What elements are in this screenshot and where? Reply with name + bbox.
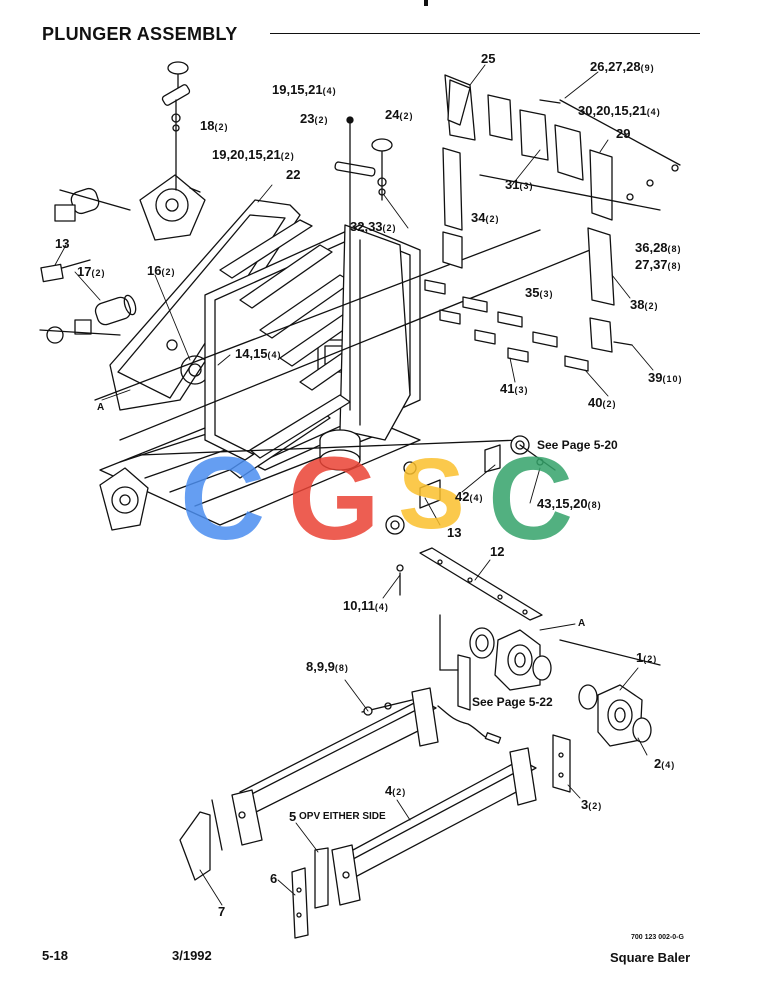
callout-29: 29 [616,126,631,141]
callout-35: 35(3) [525,285,554,300]
callout-14-15: 14,15(4) [235,346,282,361]
callout-36-28: 36,28(8) [635,240,682,255]
watermark: C G S C [180,440,580,560]
knife-plates [334,74,681,411]
callout-39: 39(10) [648,370,683,385]
plunger-frame [94,199,591,535]
callout-22: 22 [286,167,301,182]
callout-16: 16(2) [147,263,176,278]
callout-10-11: 10,11(4) [343,598,389,613]
callout-7: 7 [218,904,226,919]
callout-1: 1(2) [636,650,658,665]
title-rule [270,33,700,34]
callout-30-20-15-21: 30,20,15,21(4) [578,103,661,118]
callout-19-20-15-21: 19,20,15,21(2) [212,147,295,162]
callout-18: 18(2) [200,118,229,133]
bearing-plate-lower [99,467,149,531]
lower-frame [179,687,537,939]
side-plates-38 [587,227,633,353]
callout-12: 12 [490,544,505,559]
wear-blocks [424,279,589,372]
callout-8-9-9: 8,9,9(8) [306,659,349,674]
callout-32-33: 32,33(2) [350,219,397,234]
callout-26-27-28: 26,27,28(9) [590,59,655,74]
callout-41: 41(3) [500,381,529,396]
note-opv-either-side: OPV EITHER SIDE [299,811,386,822]
page-title: PLUNGER ASSEMBLY [42,24,238,44]
callout-40: 40(2) [588,395,617,410]
watermark-letter-3: S [398,438,465,550]
callout-13-lower: 13 [447,525,462,540]
page-number: 5-18 [42,948,69,963]
callout-23: 23(2) [300,111,329,126]
note-see-page-5-22: See Page 5-22 [472,695,553,709]
callout-38: 38(2) [630,297,659,312]
callout-2: 2(4) [654,756,676,771]
callout-5: 5 [289,809,297,824]
note-see-page-5-20: See Page 5-20 [537,438,618,452]
top-edge-mark [424,0,428,6]
publication-date: 3/1992 [172,948,212,963]
callout-17: 17(2) [77,264,106,279]
bar-12 [396,547,543,621]
callout-31: 31(3) [505,177,534,192]
part-code: 700 123 002-0-G [631,934,684,941]
callout-4: 4(2) [385,783,407,798]
reference-a-left: A [97,402,105,413]
bearing-plate-18 [139,61,206,241]
callout-42: 42(4) [455,489,484,504]
callout-27-37: 27,37(8) [635,257,682,272]
left-roller-group [39,187,137,344]
callout-34: 34(2) [471,210,500,225]
callout-6: 6 [270,871,278,886]
leader-lines [54,64,654,906]
product-name: Square Baler [610,950,691,965]
callout-24: 24(2) [385,107,414,122]
reference-a-right: A [578,618,586,629]
watermark-letter-2: G [288,433,380,565]
callout-25: 25 [481,51,496,66]
bearing-group [439,614,661,793]
callout-19-15-21-4: 19,15,21(4) [272,82,337,97]
watermark-letter-4: C [488,433,574,565]
watermark-letter-1: C [180,433,266,565]
front-rollers [419,435,556,509]
callout-13-upper: 13 [55,236,70,251]
callout-3: 3(2) [581,797,603,812]
callout-43-15-20: 43,15,20(8) [537,496,602,511]
